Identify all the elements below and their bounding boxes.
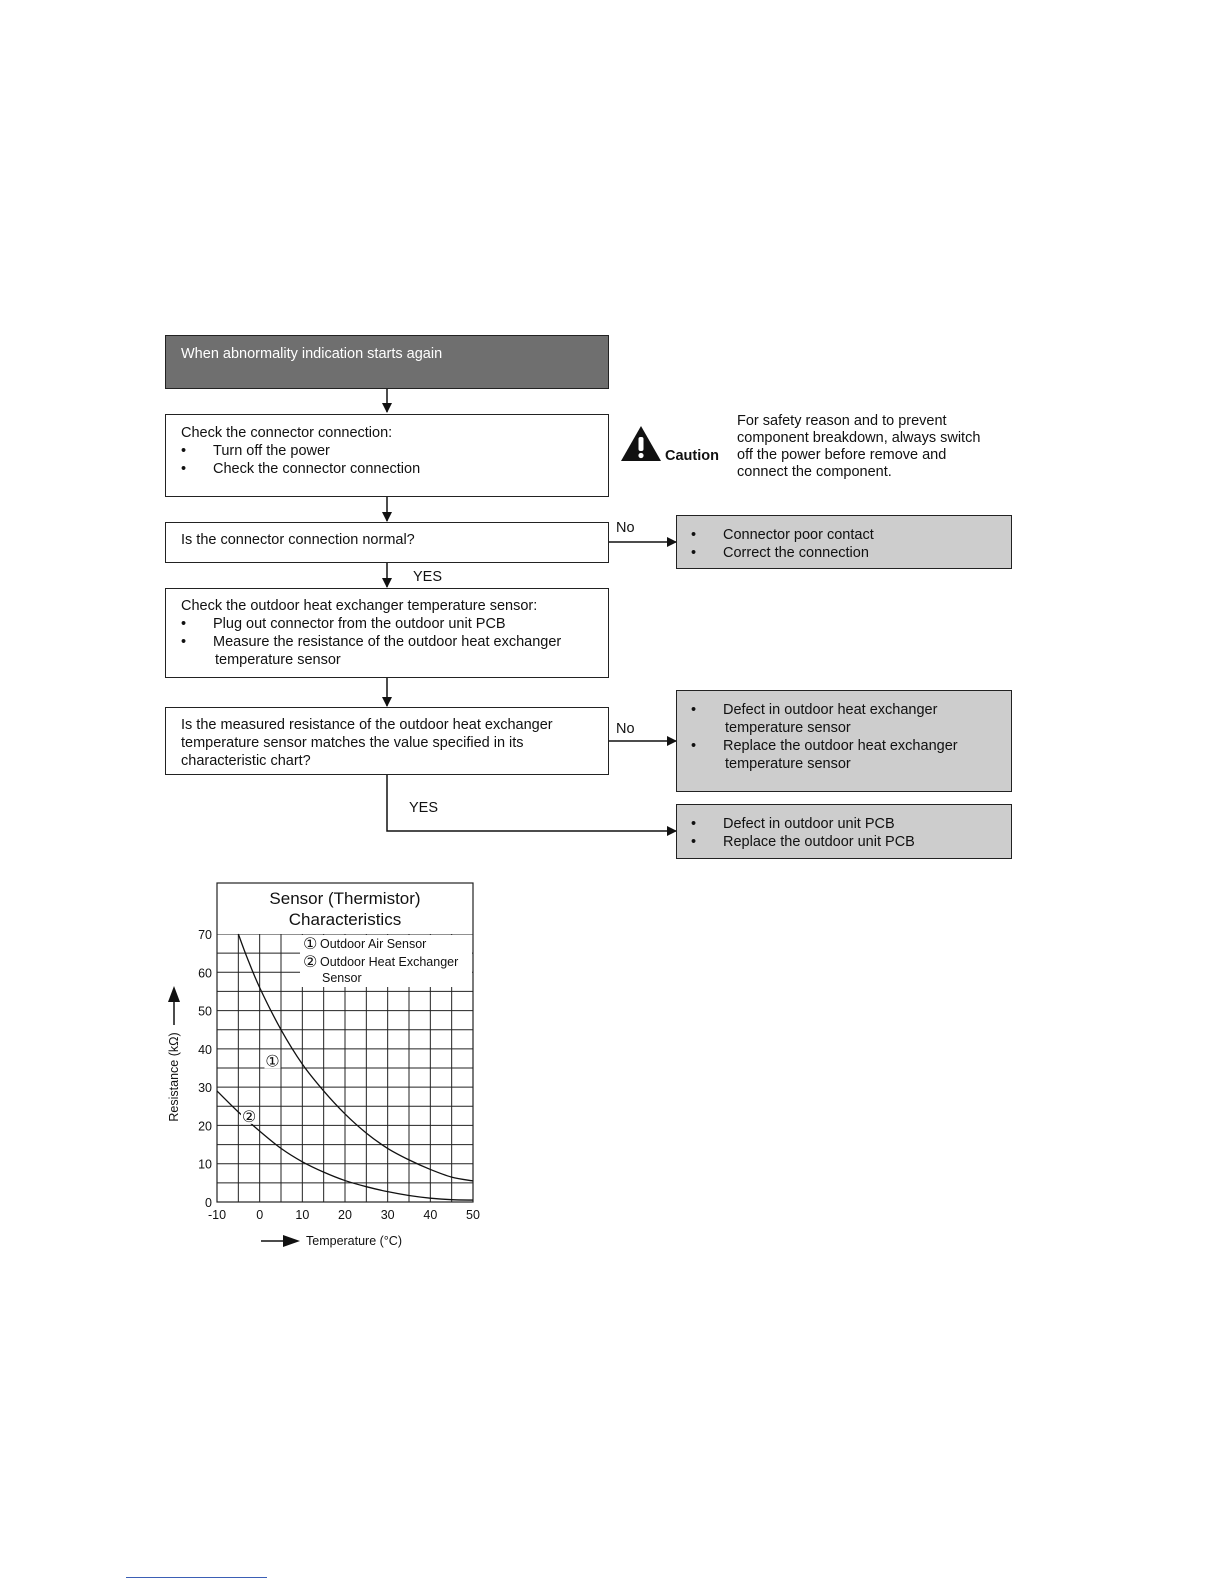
- yes-label: YES: [409, 800, 439, 816]
- caution-note: For safety reason and to prevent compone…: [737, 413, 981, 480]
- series-line-1: [237, 933, 474, 1182]
- question-resistance-line: temperature sensor matches the value spe…: [181, 735, 524, 751]
- legend-entry: Sensor: [322, 971, 362, 985]
- x-tick-label: -10: [208, 1208, 226, 1222]
- chart-frame: [216, 882, 474, 1203]
- x-tick-label: 10: [295, 1208, 309, 1222]
- check-connector-box: Check the connector connection: •Turn of…: [165, 414, 609, 497]
- result-sensor-box: •Defect in outdoor heat exchanger temper…: [676, 690, 1012, 792]
- x-tick-label: 40: [423, 1208, 437, 1222]
- series-marker: ①: [265, 1053, 279, 1070]
- caution-label: Caution: [665, 448, 719, 464]
- y-tick-label: 30: [198, 1081, 212, 1095]
- legend-marker: ②: [303, 954, 317, 971]
- check-connector-bullet: •Check the connector connection: [181, 461, 421, 477]
- y-tick-label: 20: [198, 1119, 212, 1133]
- check-sensor-title: Check the outdoor heat exchanger tempera…: [181, 598, 538, 614]
- question-resistance-line: Is the measured resistance of the outdoo…: [181, 717, 553, 733]
- legend-marker: ①: [303, 936, 317, 953]
- chart-title: Characteristics: [289, 910, 401, 929]
- start-box: When abnormality indication starts again: [165, 335, 609, 389]
- y-tick-label: 10: [198, 1158, 212, 1172]
- series-marker-bg: [264, 1052, 281, 1069]
- start-text: When abnormality indication starts again: [181, 346, 443, 362]
- legend-entry: Outdoor Air Sensor: [320, 937, 426, 951]
- y-tick-label: 70: [198, 928, 212, 942]
- question-connector-box: Is the connector connection normal?: [165, 522, 609, 563]
- check-sensor-bullet: •Measure the resistance of the outdoor h…: [181, 634, 562, 650]
- x-tick-label: 20: [338, 1208, 352, 1222]
- series-marker: ②: [242, 1109, 256, 1126]
- x-axis-arrowhead-icon: [283, 1235, 300, 1247]
- legend-box: [300, 935, 472, 987]
- footer-rule: [126, 1577, 267, 1578]
- result-sensor-bullet: •Defect in outdoor heat exchanger: [691, 702, 938, 718]
- y-tick-label: 60: [198, 966, 212, 980]
- result-pcb-bullet: •Replace the outdoor unit PCB: [691, 834, 915, 850]
- result-pcb-bullet: •Defect in outdoor unit PCB: [691, 816, 895, 832]
- series-line-2: [216, 1090, 474, 1201]
- question-resistance-box: Is the measured resistance of the outdoo…: [165, 707, 609, 775]
- warning-triangle-icon: [621, 426, 661, 461]
- x-axis-label: Temperature (°C): [306, 1234, 402, 1248]
- y-axis-arrowhead-icon: [168, 986, 180, 1002]
- result-pcb-box: •Defect in outdoor unit PCB •Replace the…: [676, 804, 1012, 859]
- check-sensor-bullet-cont: temperature sensor: [215, 652, 341, 668]
- y-axis-label: Resistance (kΩ): [167, 1032, 181, 1121]
- check-sensor-bullet: •Plug out connector from the outdoor uni…: [181, 616, 506, 632]
- check-connector-title: Check the connector connection:: [181, 425, 393, 441]
- x-tick-label: 30: [381, 1208, 395, 1222]
- question-connector-text: Is the connector connection normal?: [181, 532, 415, 548]
- flowchart-connectors: [382, 389, 677, 836]
- x-tick-label: 0: [256, 1208, 263, 1222]
- result-sensor-bullet: •Replace the outdoor heat exchanger: [691, 738, 958, 754]
- result-sensor-bullet-cont: temperature sensor: [725, 720, 851, 736]
- no-label: No: [616, 721, 635, 737]
- y-tick-label: 40: [198, 1043, 212, 1057]
- x-tick-label: 50: [466, 1208, 480, 1222]
- series-marker-bg: [241, 1107, 257, 1124]
- y-tick-label: 50: [198, 1005, 212, 1019]
- arrow-yes-to-pcb: [386, 775, 677, 836]
- result-connector-box: •Connector poor contact •Correct the con…: [676, 515, 1012, 569]
- yes-label: YES: [413, 569, 443, 585]
- result-connector-bullet: •Correct the connection: [691, 545, 869, 561]
- no-label: No: [616, 520, 635, 536]
- result-connector-bullet: •Connector poor contact: [691, 527, 874, 543]
- check-connector-bullet: •Turn off the power: [181, 443, 330, 459]
- check-sensor-box: Check the outdoor heat exchanger tempera…: [165, 588, 609, 678]
- question-resistance-line: characteristic chart?: [181, 753, 311, 769]
- legend-entry: Outdoor Heat Exchanger: [320, 955, 458, 969]
- result-sensor-bullet-cont: temperature sensor: [725, 756, 851, 772]
- y-tick-label: 0: [205, 1196, 212, 1210]
